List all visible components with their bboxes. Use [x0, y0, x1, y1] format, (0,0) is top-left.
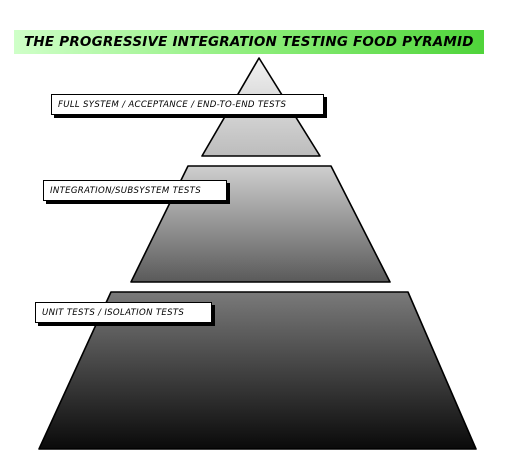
pyramid-tier-bottom	[38, 291, 477, 450]
tier-label-unit-tests: UNIT TESTS / ISOLATION TESTS	[35, 302, 212, 323]
tier-label-text: UNIT TESTS / ISOLATION TESTS	[42, 307, 185, 318]
tier-label-system-tests: FULL SYSTEM / ACCEPTANCE / END-TO-END TE…	[51, 94, 324, 115]
tier-label-text: INTEGRATION/SUBSYSTEM TESTS	[50, 185, 201, 196]
tier-label-integration-tests: INTEGRATION/SUBSYSTEM TESTS	[43, 180, 227, 201]
diagram-title: THE PROGRESSIVE INTEGRATION TESTING FOOD…	[24, 34, 474, 50]
tier-label-text: FULL SYSTEM / ACCEPTANCE / END-TO-END TE…	[58, 99, 287, 110]
diagram-title-banner: THE PROGRESSIVE INTEGRATION TESTING FOOD…	[14, 30, 484, 54]
